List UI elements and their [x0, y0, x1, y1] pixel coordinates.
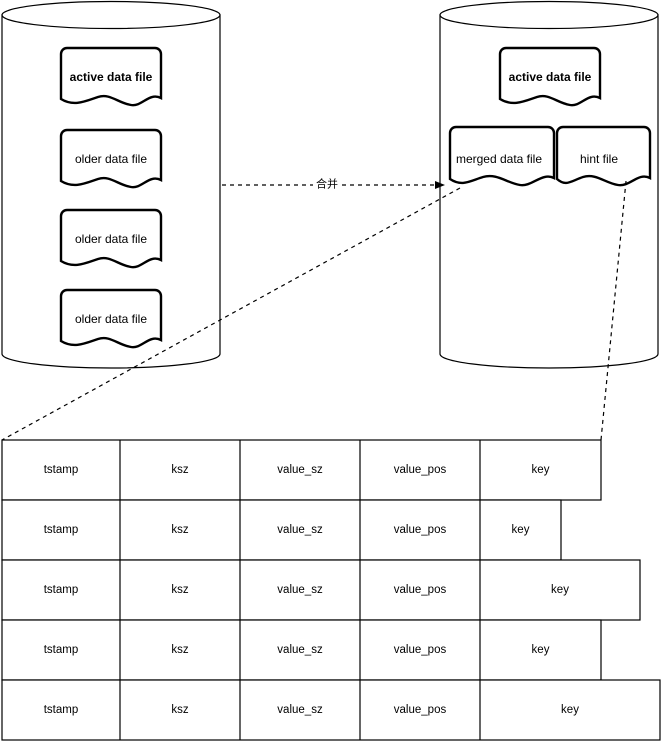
- table-cell-key: key: [551, 584, 569, 596]
- right-cylinder-body: [439, 14, 659, 369]
- right-datastore-cylinder: [439, 0, 659, 369]
- callout-line-right: [600, 180, 627, 441]
- table-cell-ksz: ksz: [171, 644, 189, 656]
- table-cell-value_sz: value_sz: [277, 524, 323, 536]
- table-cell-tstamp: tstamp: [43, 704, 79, 716]
- table-cell-value_pos: value_pos: [393, 704, 447, 716]
- table-row: [1, 619, 602, 681]
- left-file-shape-2: [59, 208, 163, 269]
- left-file-shape-1: [59, 128, 163, 189]
- table-cell-ksz: ksz: [171, 704, 189, 716]
- table-cell-ksz: ksz: [171, 464, 189, 476]
- table-cell-value_pos: value_pos: [393, 524, 447, 536]
- right-file-shape-hint: [555, 125, 652, 187]
- table-cell-value_sz: value_sz: [277, 644, 323, 656]
- table-row: [1, 499, 562, 561]
- table-cell-tstamp: tstamp: [43, 644, 79, 656]
- table-cell-ksz: ksz: [171, 524, 189, 536]
- table-cell-value_sz: value_sz: [277, 704, 323, 716]
- right-file-shape-merged: [448, 125, 556, 187]
- table-cell-key: key: [531, 644, 550, 656]
- table-cell-value_sz: value_sz: [277, 464, 323, 476]
- table-cell-value_sz: value_sz: [277, 584, 323, 596]
- table-cell-value_pos: value_pos: [393, 584, 447, 596]
- record-table: [1, 439, 661, 741]
- callout-line-left: [1, 187, 461, 441]
- table-cell-key: key: [531, 464, 550, 476]
- right-file-shapes: [448, 46, 652, 187]
- table-cell-value_pos: value_pos: [393, 464, 447, 476]
- left-cylinder-body: [1, 14, 221, 369]
- table-row: [1, 439, 602, 501]
- table-cell-value_pos: value_pos: [393, 644, 447, 656]
- table-cell-tstamp: tstamp: [43, 464, 79, 476]
- right-cylinder-top-ellipse: [439, 0, 659, 30]
- right-file-shape-active: [498, 46, 602, 107]
- table-cell-ksz: ksz: [171, 584, 189, 596]
- left-file-shapes: [59, 46, 163, 349]
- table-cell-tstamp: tstamp: [43, 584, 79, 596]
- table-row: [1, 559, 641, 621]
- table-row: [1, 679, 661, 741]
- callout-lines: [1, 180, 627, 441]
- left-cylinder-top-ellipse: [1, 0, 221, 30]
- table-cell-key: key: [561, 704, 579, 716]
- left-file-shape-3: [59, 288, 163, 349]
- table-cell-key: key: [511, 524, 530, 536]
- left-datastore-cylinder: [1, 0, 221, 369]
- left-file-shape-0: [59, 46, 163, 107]
- table-cell-tstamp: tstamp: [43, 524, 79, 536]
